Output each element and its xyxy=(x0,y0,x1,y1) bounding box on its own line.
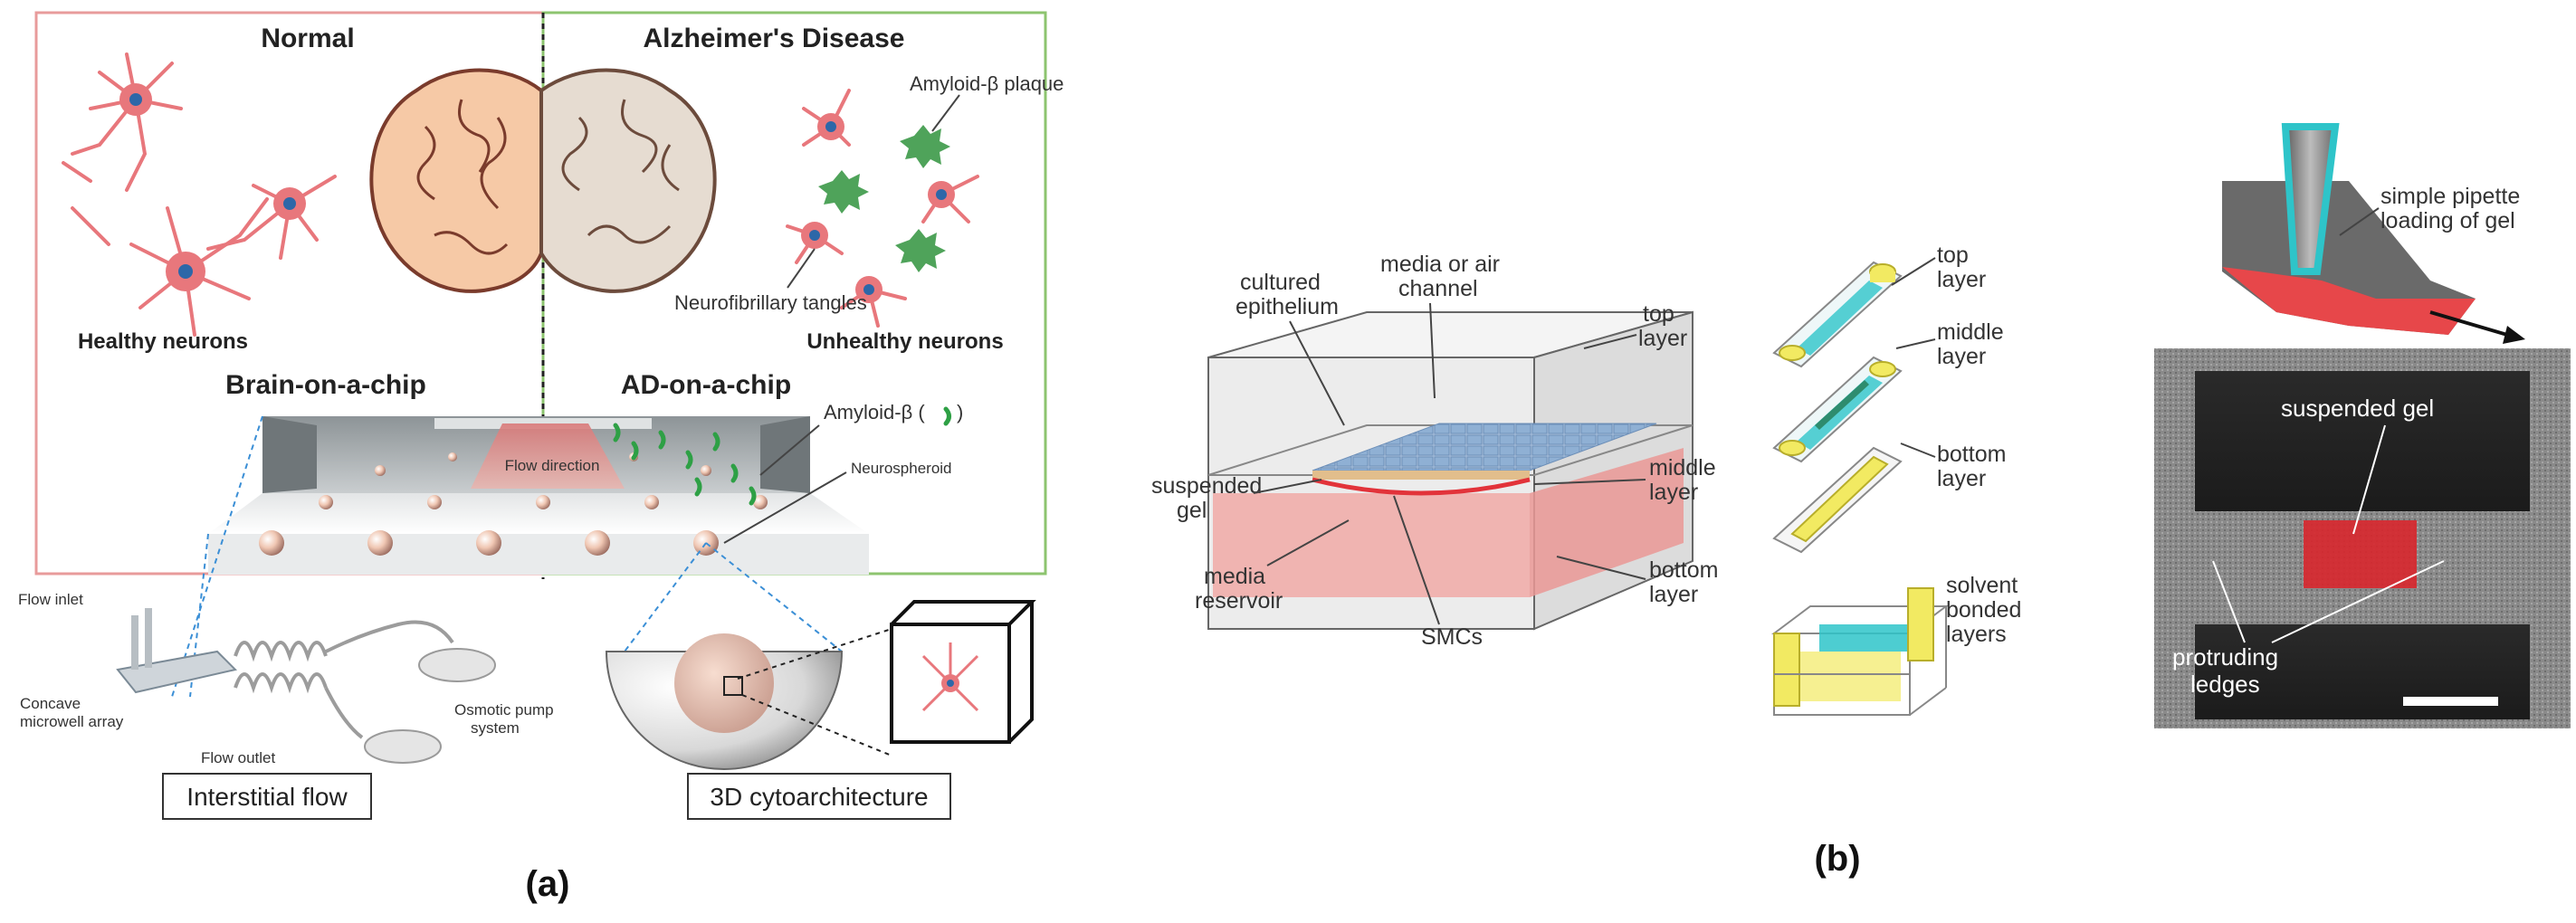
ex-bottom-label-1: bottom xyxy=(1937,442,2006,467)
media-air-label-2: channel xyxy=(1398,276,1478,301)
exploded-layers xyxy=(1771,261,1949,716)
nucleus xyxy=(809,230,820,241)
caption-b: (b) xyxy=(1814,839,1860,879)
ex-top-label-2: layer xyxy=(1937,267,1986,292)
amyloid-plaque-label: Amyloid-β plaque xyxy=(910,72,1064,95)
flow-direction-label: Flow direction xyxy=(505,457,600,474)
amyloid-beta-particles xyxy=(613,423,757,506)
amyloid-plaques xyxy=(818,125,950,272)
panel-a: Normal Alzheimer's Disease Healthy neuro… xyxy=(18,11,1064,904)
interstitial-box xyxy=(162,773,372,820)
nucleus xyxy=(936,189,947,200)
solvent-label-3: layers xyxy=(1946,622,2007,647)
top-layer-label-1: top xyxy=(1643,301,1674,327)
middle-layer-label-1: middle xyxy=(1649,455,1716,481)
neurofibrillary-label: Neurofibrillary tangles xyxy=(674,291,867,314)
cultured-label-2: epithelium xyxy=(1236,294,1339,319)
neurospheroid-label: Neurospheroid xyxy=(851,460,952,477)
nucleus xyxy=(863,284,874,295)
ex-middle-label-2: layer xyxy=(1937,344,1986,369)
flow-outlet-label: Flow outlet xyxy=(201,749,275,766)
bottom-layer-label-1: bottom xyxy=(1649,557,1718,583)
brain-chip-title: Brain-on-a-chip xyxy=(225,370,426,400)
microwell-label: microwell array xyxy=(20,713,124,730)
smcs-label: SMCs xyxy=(1421,624,1483,650)
unhealthy-neurons-illustration xyxy=(786,89,979,328)
amyloid-beta-label: Amyloid-β ( xyxy=(824,401,925,423)
healthy-neurons-illustration xyxy=(62,52,337,337)
panel-b: cultured epithelium media or air channel… xyxy=(1151,123,2571,879)
healthy-neurons-label: Healthy neurons xyxy=(78,329,248,354)
normal-title: Normal xyxy=(261,24,354,53)
top-layer-label-2: layer xyxy=(1638,326,1687,351)
ad-chip-title: AD-on-a-chip xyxy=(621,370,791,400)
suspended-label-1: suspended xyxy=(1151,473,1262,499)
cytoarchitecture-illustration xyxy=(605,600,1036,770)
nucleus xyxy=(129,93,142,106)
chip-channel xyxy=(208,416,869,575)
ex-middle-label-1: middle xyxy=(1937,319,2004,345)
amyloid-legend-glyph xyxy=(943,406,951,426)
zoom-lines xyxy=(171,415,843,698)
micro-gel-label: suspended gel xyxy=(2281,395,2434,422)
pump-device xyxy=(116,608,496,764)
nucleus xyxy=(178,264,193,279)
ad-title: Alzheimer's Disease xyxy=(644,24,905,53)
media-air-label-1: media or air xyxy=(1380,252,1500,277)
cultured-label-1: cultured xyxy=(1240,270,1321,295)
protruding-label-1: protruding xyxy=(2172,643,2278,671)
ex-top-label-1: top xyxy=(1937,243,1969,268)
concave-label: Concave xyxy=(20,695,81,712)
unhealthy-neurons-label: Unhealthy neurons xyxy=(806,329,1003,354)
cyto-box xyxy=(687,773,951,820)
brain-illustration xyxy=(369,68,717,293)
nucleus xyxy=(283,197,296,210)
cyto-label: 3D cytoarchitecture xyxy=(710,783,928,811)
ex-bottom-label-2: layer xyxy=(1937,466,1986,491)
pipette-illustration xyxy=(2222,123,2525,344)
media-reservoir-label-2: reservoir xyxy=(1195,588,1283,614)
solvent-label-1: solvent xyxy=(1946,573,2018,598)
nucleus xyxy=(825,121,836,132)
bottom-layer-label-2: layer xyxy=(1649,582,1698,607)
amyloid-beta-close: ) xyxy=(957,401,963,423)
caption-a: (a) xyxy=(526,864,570,904)
pipette-label-2: loading of gel xyxy=(2380,208,2515,233)
solvent-label-2: bonded xyxy=(1946,597,2021,623)
interstitial-label: Interstitial flow xyxy=(186,783,348,811)
system-label: system xyxy=(471,719,520,737)
flow-cone xyxy=(471,423,625,489)
middle-layer-label-2: layer xyxy=(1649,480,1698,505)
protruding-label-2: ledges xyxy=(2190,671,2260,698)
layered-device-3d xyxy=(1207,310,1693,631)
micrograph xyxy=(2154,348,2571,728)
media-reservoir-label-1: media xyxy=(1204,564,1265,589)
pipette-label-1: simple pipette xyxy=(2380,184,2520,209)
flow-inlet-label: Flow inlet xyxy=(18,591,83,608)
osmotic-label: Osmotic pump xyxy=(454,701,554,718)
suspended-label-2: gel xyxy=(1177,498,1207,523)
